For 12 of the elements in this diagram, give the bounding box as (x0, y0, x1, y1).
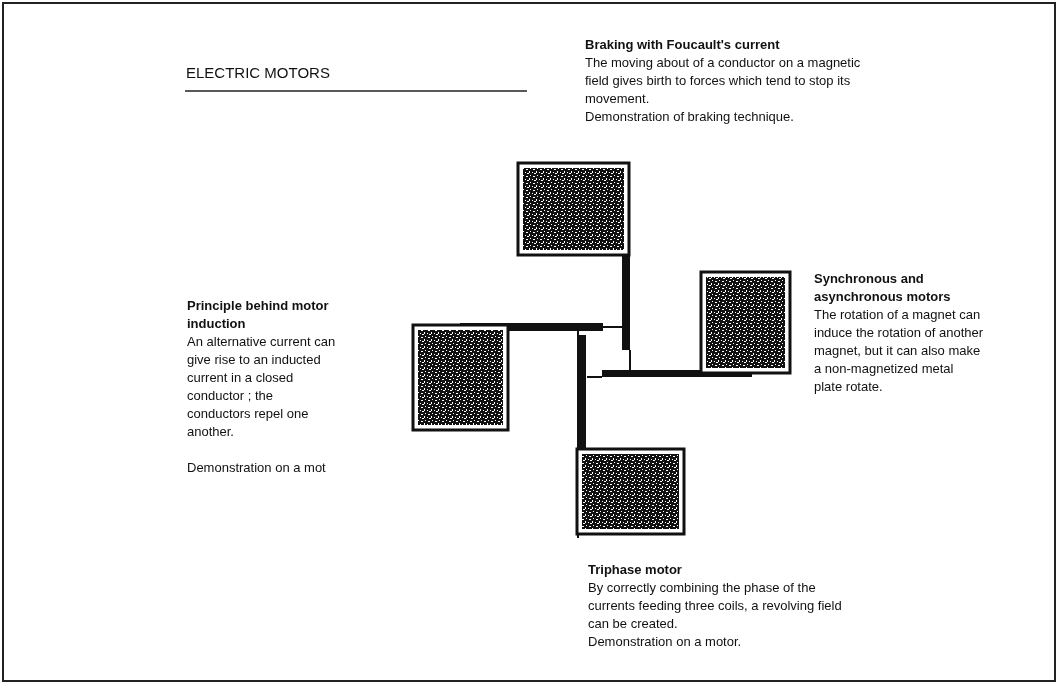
heading: Braking with Foucault's current (585, 36, 781, 54)
description: The rotation of a magnet can induce the rotation of another magnet, but it can also make a non-magnetized metal plate rotate. (814, 306, 984, 396)
description: Demonstration on a mot (187, 459, 327, 477)
heading: Synchronous and asynchronous motors (814, 270, 952, 306)
heading: Principle behind motor induction (187, 297, 330, 333)
description: Demonstration on a motor. (588, 633, 743, 651)
title: ELECTRIC MOTORS (186, 64, 330, 82)
heading: Triphase motor (588, 561, 683, 579)
description: An alternative current can give rise to an inducted current in a closed conductor ; the conductors repel one another. (187, 333, 337, 441)
description: The moving about of a conductor on a magnetic field gives birth to forces which tend to stop its movement. (585, 54, 862, 108)
description: By correctly combining the phase of the currents feeding three coils, a revolving field can be created. (588, 579, 843, 633)
description: Demonstration of braking technique. (585, 108, 795, 126)
